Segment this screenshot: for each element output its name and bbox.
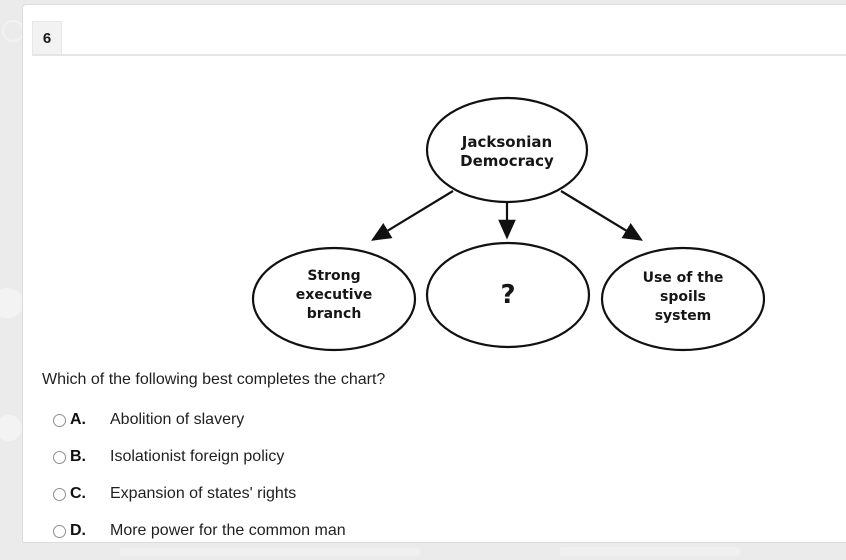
- option-a-letter: A.: [70, 411, 86, 428]
- answer-option-a[interactable]: A. Abolition of slavery: [53, 410, 244, 430]
- question-text: Which of the following best completes th…: [42, 371, 386, 388]
- option-c-radio[interactable]: [53, 487, 66, 501]
- background-watermark: [0, 288, 24, 318]
- answer-option-b[interactable]: B. Isolationist foreign policy: [53, 447, 284, 467]
- option-a-text: Abolition of slavery: [110, 411, 245, 428]
- option-c-letter: C.: [70, 485, 86, 502]
- option-b-letter: B.: [70, 448, 86, 465]
- answer-option-c[interactable]: C. Expansion of states' rights: [53, 484, 296, 504]
- diagram-node-left-label: Strong executive branch: [295, 268, 373, 322]
- option-d-text: More power for the common man: [110, 522, 346, 539]
- background-watermark: [2, 20, 24, 42]
- option-d-radio[interactable]: [53, 524, 66, 538]
- diagram-node-root-label: Jacksonian Democracy: [460, 133, 554, 170]
- option-b-radio[interactable]: [53, 450, 66, 464]
- option-a-radio[interactable]: [53, 413, 66, 427]
- background-watermark: [120, 548, 420, 556]
- background-watermark: [0, 415, 22, 441]
- diagram-node-right-label: Use of the spoils system: [642, 270, 724, 324]
- option-b-text: Isolationist foreign policy: [110, 448, 285, 465]
- diagram-node-middle-label: ?: [500, 280, 516, 310]
- answer-option-d[interactable]: D. More power for the common man: [53, 521, 346, 541]
- header-divider: [32, 54, 846, 56]
- question-number-badge: 6: [32, 21, 62, 55]
- background-watermark: [560, 547, 740, 556]
- option-d-letter: D.: [70, 522, 86, 539]
- option-c-text: Expansion of states' rights: [110, 485, 297, 502]
